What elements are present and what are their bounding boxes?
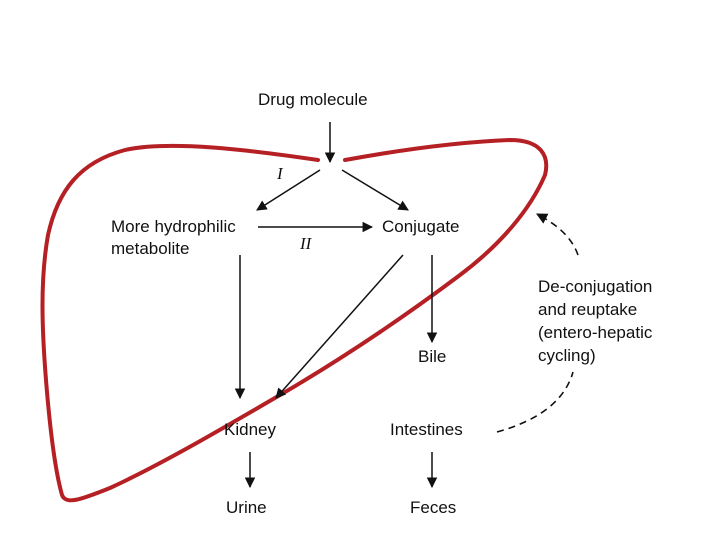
- drug-molecule-label: Drug molecule: [258, 90, 368, 109]
- cycling-label-line1: De-conjugation: [538, 277, 653, 296]
- enterohepatic-dashed-arrow: [496, 214, 579, 433]
- liver-outline: [40, 138, 549, 503]
- cycling-label-line4: cycling): [538, 346, 596, 365]
- bile-label: Bile: [418, 347, 447, 366]
- feces-label: Feces: [410, 498, 457, 517]
- arrow-to-conjugate: [341, 169, 409, 211]
- urine-label: Urine: [226, 498, 267, 517]
- intestines-label: Intestines: [390, 420, 463, 439]
- cycling-label-line2: and reuptake: [538, 300, 638, 319]
- phase-one-label: I: [277, 164, 283, 183]
- phase-two-label: II: [300, 234, 312, 253]
- metabolite-label-line2: metabolite: [111, 239, 190, 258]
- arrow-conjugate-kidney: [275, 254, 404, 399]
- metabolite-label-line1: More hydrophilic: [111, 217, 236, 236]
- conjugate-label: Conjugate: [382, 217, 460, 236]
- arrow-phase-one: [256, 169, 321, 211]
- cycling-label-line3: (entero-hepatic: [538, 323, 653, 342]
- kidney-label: Kidney: [224, 420, 276, 439]
